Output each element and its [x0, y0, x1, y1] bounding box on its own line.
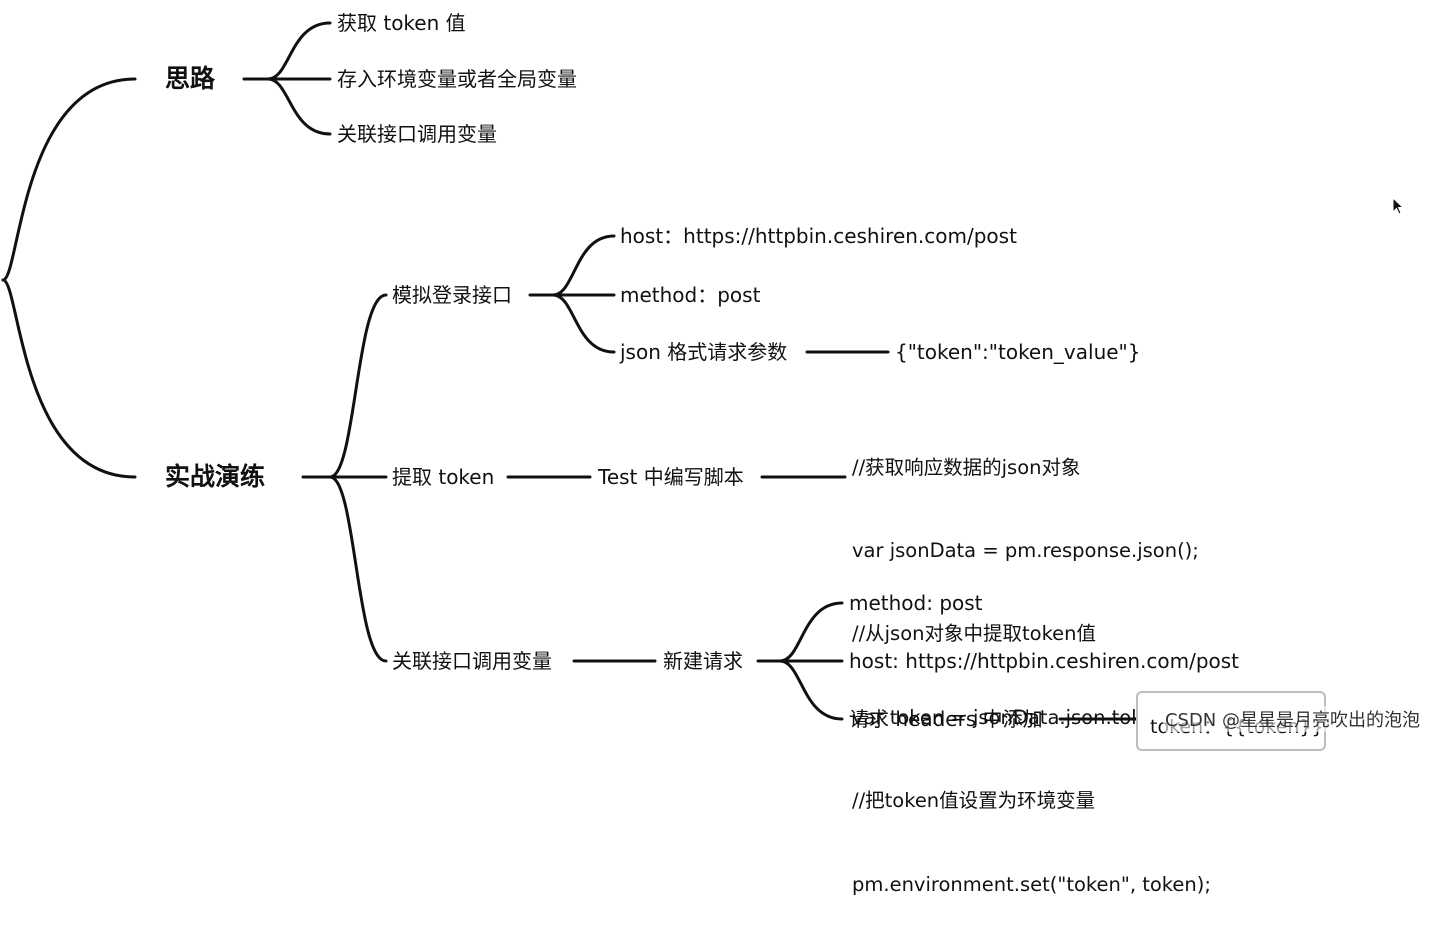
- extract-token-node: 提取 token: [392, 465, 495, 489]
- link-method: method: post: [849, 591, 983, 615]
- login-method: method：post: [620, 283, 761, 307]
- login-host: host：https://httpbin.ceshiren.com/post: [620, 224, 1017, 248]
- new-request-node: 新建请求: [663, 649, 743, 673]
- topic-siluo: 思路: [165, 64, 216, 93]
- mindmap-connectors: [1, 21, 1138, 721]
- script-line: var jsonData = pm.response.json();: [852, 538, 1199, 562]
- test-script-node: Test 中编写脚本: [598, 465, 744, 489]
- login-json-params: json 格式请求参数: [620, 340, 788, 364]
- script-line: //从json对象中提取token值: [852, 622, 1097, 646]
- link-host: host: https://httpbin.ceshiren.com/post: [849, 649, 1240, 673]
- script-line: //获取响应数据的json对象: [852, 455, 1081, 479]
- script-line: pm.environment.set("token", token);: [852, 872, 1211, 896]
- link-headers: 请求 headers 中添加: [849, 707, 1043, 731]
- topic-shizhan: 实战演练: [165, 462, 266, 491]
- siluo-item-2: 存入环境变量或者全局变量: [337, 67, 577, 91]
- siluo-item-3: 关联接口调用变量: [337, 122, 497, 146]
- siluo-item-1: 获取 token 值: [337, 11, 466, 35]
- csdn-watermark: CSDN @星星是月亮吹出的泡泡: [1162, 706, 1422, 732]
- login-json-value: {"token":"token_value"}: [895, 340, 1141, 364]
- mouse-pointer-icon: [1392, 197, 1404, 215]
- script-line: //把token值设置为环境变量: [852, 789, 1096, 813]
- script-line: var token = jsonData.json.token;: [852, 705, 1173, 729]
- link-variable-node: 关联接口调用变量: [392, 649, 552, 673]
- login-interface-node: 模拟登录接口: [392, 283, 512, 307]
